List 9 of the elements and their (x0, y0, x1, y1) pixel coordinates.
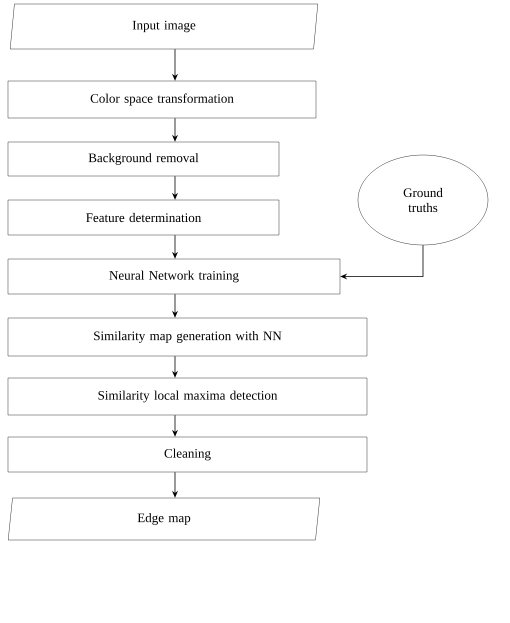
process-box: Feature determination (8, 200, 280, 236)
io-parallelogram: Input image (10, 4, 318, 50)
process-box: Background removal (8, 142, 280, 176)
process-box: Color space transformation (8, 80, 316, 118)
process-box: Cleaning (8, 436, 368, 472)
process-box: Similarity map generation with NN (8, 318, 368, 356)
io-parallelogram: Edge map (8, 498, 320, 540)
process-box: Neural Network training (8, 258, 340, 294)
process-box: Similarity local maxima detection (8, 378, 368, 416)
